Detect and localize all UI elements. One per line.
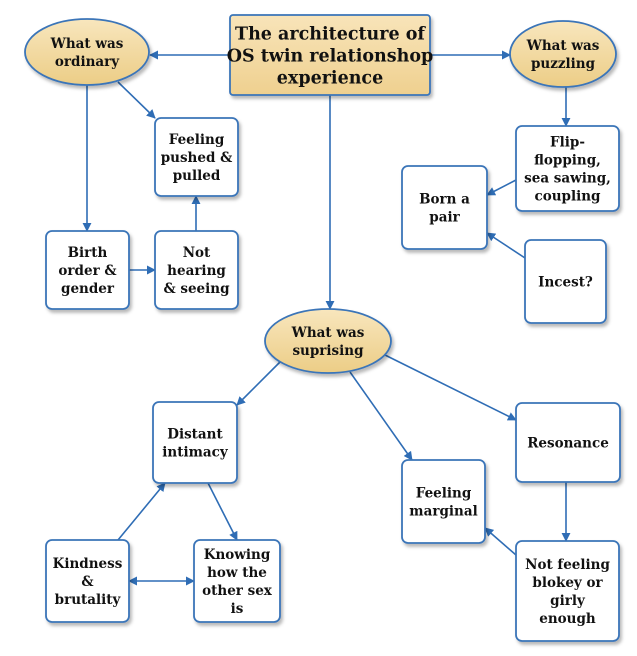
box-knowing-other-sex-text-line: how the (207, 565, 267, 581)
box-resonance-text-line: Resonance (527, 435, 609, 451)
box-kindness-brutality-text-line: brutality (55, 592, 122, 608)
box-not-hearing-seeing: Not hearing & seeing (154, 230, 239, 310)
box-knowing-other-sex-text-line: Knowing (204, 547, 271, 563)
box-feeling-pushed-pulled-text-line: pushed & (161, 150, 233, 166)
box-birth-order-gender-text-line: order & (58, 263, 116, 279)
box-not-feeling-blokey-text-line: blokey or (532, 575, 603, 591)
box-distant-intimacy-text-line: intimacy (162, 444, 229, 460)
oval-what-was-puzzling-shape (509, 20, 617, 88)
oval-what-was-puzzling-text-line: What was (526, 38, 600, 54)
box-not-feeling-blokey-shape (515, 540, 620, 642)
box-distant-intimacy-text-line: Distant (167, 426, 223, 442)
box-kindness-brutality: Kindness & brutality (45, 539, 130, 623)
box-flip-flopping-shape (515, 125, 620, 212)
box-birth-order-gender-shape (45, 230, 130, 310)
box-not-hearing-seeing-shape (154, 230, 239, 310)
box-birth-order-gender-text-line: Birth (68, 245, 108, 261)
box-flip-flopping: Flip-flopping, sea sawing, coupling (515, 125, 620, 212)
arrow-flip-to-born (486, 179, 517, 196)
oval-what-was-suprising-text-line: What was (291, 325, 365, 341)
box-feeling-pushed-pulled-shape (154, 117, 239, 197)
box-born-a-pair: Born a pair (401, 165, 488, 250)
oval-what-was-puzzling-text-line: puzzling (531, 56, 596, 72)
box-feeling-marginal-text-line: Feeling (416, 485, 472, 501)
title-box-text-line: The architecture of (235, 24, 426, 44)
box-knowing-other-sex: Knowing how the other sex is (193, 539, 281, 623)
box-flip-flopping-text-line: sea sawing, (524, 170, 611, 186)
box-not-hearing-seeing-text-line: & seeing (163, 281, 230, 297)
box-distant-intimacy: Distant intimacy (152, 401, 238, 484)
title-box-shape (229, 14, 431, 96)
edges-layer (82, 50, 571, 586)
box-kindness-brutality-text-line: Kindness (53, 556, 123, 572)
box-not-hearing-seeing-text-line: Not (183, 245, 211, 261)
box-birth-order-gender-text-line: gender (61, 281, 115, 297)
box-flip-flopping-text-line: Flip- (550, 134, 585, 150)
box-feeling-pushed-pulled-text-line: pulled (173, 168, 221, 184)
oval-what-was-puzzling: What was puzzling (509, 20, 617, 88)
arrow-kindness-to-distant (117, 482, 166, 541)
arrow-distant-to-knowing (207, 482, 238, 541)
box-incest: Incest? (524, 239, 607, 324)
box-flip-flopping-text-line: flopping, (534, 152, 601, 168)
box-kindness-brutality-shape (45, 539, 130, 623)
box-not-feeling-blokey-text-line: Not feeling (525, 557, 610, 573)
box-resonance: Resonance (515, 402, 621, 483)
arrow-surprising-to-distant (236, 361, 281, 406)
box-not-feeling-blokey-text-line: girly (550, 593, 586, 609)
oval-what-was-suprising-shape (264, 308, 392, 374)
box-distant-intimacy-shape (152, 401, 238, 484)
box-not-hearing-seeing-text-line: hearing (167, 263, 226, 279)
box-not-feeling-blokey-text-line: enough (539, 611, 596, 627)
box-incest-text-line: Incest? (538, 274, 593, 290)
box-knowing-other-sex-text-line: is (231, 601, 244, 617)
box-knowing-other-sex-text-line: other sex (202, 583, 273, 599)
box-born-a-pair-shape (401, 165, 488, 250)
oval-what-was-ordinary: What was ordinary (24, 18, 150, 86)
box-feeling-marginal-text-line: marginal (409, 503, 477, 519)
box-resonance-shape (515, 402, 621, 483)
box-feeling-marginal-shape (401, 459, 486, 544)
box-flip-flopping-text-line: coupling (535, 188, 602, 204)
arrow-ordinary-to-pushed (117, 81, 156, 119)
box-birth-order-gender: Birth order & gender (45, 230, 130, 310)
arrow-blokey-to-marginal (484, 527, 517, 556)
oval-what-was-ordinary-shape (24, 18, 150, 86)
arrow-surprising-to-resonance (384, 354, 517, 421)
box-feeling-pushed-pulled: Feeling pushed & pulled (154, 117, 239, 197)
arrow-surprising-to-marginal (349, 371, 413, 461)
box-kindness-brutality-text-line: & (81, 574, 93, 590)
box-knowing-other-sex-shape (193, 539, 281, 623)
oval-what-was-ordinary-text-line: ordinary (55, 54, 120, 70)
title-box-text-line: OS twin relationshop (227, 46, 434, 66)
oval-what-was-ordinary-text-line: What was (50, 36, 124, 52)
oval-what-was-suprising: What was suprising (264, 308, 392, 374)
box-born-a-pair-text-line: pair (429, 209, 460, 225)
box-incest-shape (524, 239, 607, 324)
box-feeling-marginal: Feeling marginal (401, 459, 486, 544)
arrow-incest-to-born (486, 232, 526, 259)
box-born-a-pair-text-line: Born a (419, 191, 470, 207)
box-feeling-pushed-pulled-text-line: Feeling (169, 132, 225, 148)
title-box-text-line: experience (277, 68, 383, 88)
box-not-feeling-blokey: Not feeling blokey or girly enough (515, 540, 620, 642)
oval-what-was-suprising-text-line: suprising (292, 343, 364, 359)
